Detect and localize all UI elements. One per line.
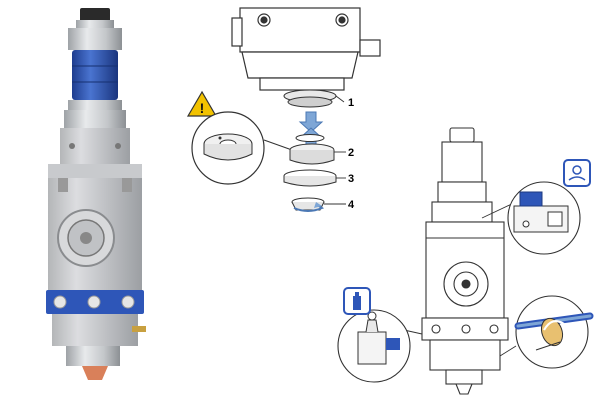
callout-4: 4 — [348, 199, 355, 211]
detail-circle-bottom-right — [499, 295, 594, 369]
callout-3: 3 — [348, 173, 354, 185]
assembly-detail-circle — [191, 111, 293, 185]
detail-circle-top-right — [481, 181, 581, 255]
assembly-head-body — [231, 7, 381, 91]
cutting-head-photo — [38, 6, 153, 384]
nozzle-assembly-diagram: ! — [182, 0, 382, 240]
photo-upper-cylinder — [68, 28, 122, 50]
detail-circle-bottom-left — [337, 309, 423, 383]
cutting-head-line-drawing — [330, 120, 600, 400]
part-retaining-ring — [283, 169, 337, 187]
cleaning-icon — [343, 287, 371, 315]
warning-icon: ! — [186, 90, 218, 117]
assembly-socket — [283, 89, 337, 108]
callout-leaders — [324, 95, 346, 205]
part-nozzle — [291, 197, 325, 212]
photo-copper-nozzle — [82, 366, 108, 380]
callout-2: 2 — [348, 147, 354, 159]
part-ceramic-ring — [289, 143, 335, 165]
photo-nozzle-holder — [66, 346, 120, 366]
insert-remove-arrow — [298, 111, 324, 149]
warning-symbol: ! — [200, 100, 205, 116]
callout-1: 1 — [348, 97, 354, 109]
photo-blue-sleeve — [72, 50, 118, 100]
nozzle-change-icon — [563, 159, 591, 187]
photo-top-cap — [80, 8, 110, 22]
part-oring — [295, 134, 325, 142]
drawing-top-cap — [449, 127, 475, 143]
